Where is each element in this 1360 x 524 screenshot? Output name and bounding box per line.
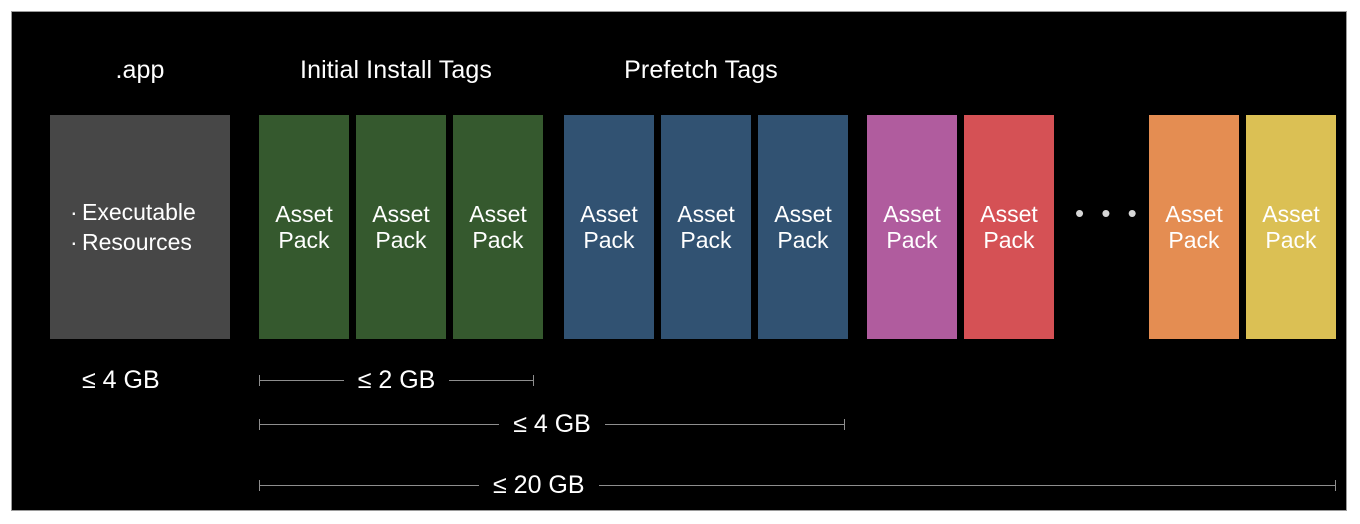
- diagram-canvas: .app Initial Install Tags Prefetch Tags …: [11, 11, 1347, 511]
- measurement-rule-left: [259, 479, 479, 491]
- measurement-label: ≤ 2 GB: [357, 365, 436, 394]
- bullet-dot-icon: ·: [70, 229, 78, 255]
- asset-pack-label: Asset Pack: [677, 201, 735, 253]
- group-header-app: .app: [115, 56, 165, 84]
- asset-pack-block-initial-install-3: Asset Pack: [453, 115, 543, 339]
- asset-pack-label: Asset Pack: [372, 201, 430, 253]
- asset-pack-block-prefetch-1: Asset Pack: [564, 115, 654, 339]
- bullet-resources: ·Resources: [70, 229, 192, 255]
- group-header-initial-install-tags: Initial Install Tags: [300, 56, 492, 84]
- asset-pack-label: Asset Pack: [1165, 201, 1223, 253]
- measurement-rule-right: [604, 418, 846, 430]
- measurement-rule-left: [259, 418, 500, 430]
- measurement-label: ≤ 20 GB: [493, 470, 585, 499]
- asset-pack-label: Asset Pack: [580, 201, 638, 253]
- asset-pack-block-prefetch-3: Asset Pack: [758, 115, 848, 339]
- measurement-app-size: ≤ 4 GB: [82, 363, 242, 397]
- asset-pack-label: Asset Pack: [980, 201, 1038, 253]
- measurement-rule-right: [598, 479, 1337, 491]
- asset-pack-block-initial-install-2: Asset Pack: [356, 115, 446, 339]
- asset-pack-block-initial-install-1: Asset Pack: [259, 115, 349, 339]
- asset-pack-label: Asset Pack: [469, 201, 527, 253]
- asset-pack-label: Asset Pack: [774, 201, 832, 253]
- measurement-initial-install-size: ≤ 2 GB: [259, 363, 535, 397]
- measurement-initial-plus-prefetch-size: ≤ 4 GB: [259, 407, 846, 441]
- group-header-prefetch-tags: Prefetch Tags: [624, 56, 778, 84]
- asset-pack-label: Asset Pack: [883, 201, 941, 253]
- bullet-dot-icon: ·: [70, 199, 78, 225]
- app-bundle-contents: ·Executable ·Resources: [50, 197, 230, 257]
- asset-pack-block-ondemand-red: Asset Pack: [964, 115, 1054, 339]
- asset-pack-block-prefetch-2: Asset Pack: [661, 115, 751, 339]
- measurement-rule-left: [259, 374, 344, 386]
- asset-pack-label: Asset Pack: [1262, 201, 1320, 253]
- asset-pack-block-ondemand-orange: Asset Pack: [1149, 115, 1239, 339]
- measurement-total-size: ≤ 20 GB: [259, 468, 1337, 502]
- app-bundle-block: ·Executable ·Resources: [50, 115, 230, 339]
- measurement-label: ≤ 4 GB: [82, 365, 160, 394]
- asset-pack-block-ondemand-magenta: Asset Pack: [867, 115, 957, 339]
- measurement-rule-right: [449, 374, 535, 386]
- measurement-label: ≤ 4 GB: [513, 409, 591, 438]
- asset-pack-block-ondemand-yellow: Asset Pack: [1246, 115, 1336, 339]
- bullet-executable: ·Executable: [70, 199, 196, 225]
- asset-pack-label: Asset Pack: [275, 201, 333, 253]
- ellipsis-icon: • • •: [1075, 198, 1142, 228]
